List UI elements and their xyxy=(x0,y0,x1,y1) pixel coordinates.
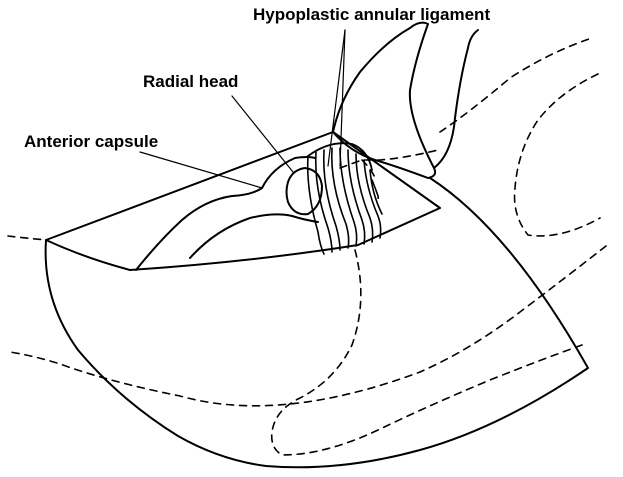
inner-capsule-curve xyxy=(190,214,318,258)
leader-lines xyxy=(140,30,345,188)
anterior-capsule-curve xyxy=(136,157,315,270)
skin-flap-outline xyxy=(46,132,440,270)
anterior-capsule-label: Anterior capsule xyxy=(24,133,158,150)
radial-head-label: Radial head xyxy=(143,73,238,90)
upper-arm-outline-back xyxy=(434,30,478,168)
annular-ligament-label: Hypoplastic annular ligament xyxy=(253,6,490,23)
dashed-limb-outlines xyxy=(8,38,606,455)
